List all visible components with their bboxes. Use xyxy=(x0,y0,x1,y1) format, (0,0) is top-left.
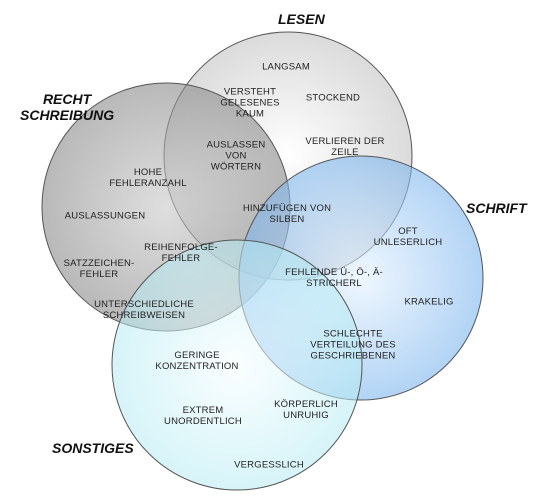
item-krakelig: KRAKELIG xyxy=(404,296,454,308)
item-fehlende: FEHLENDE Ü-, Ö-, Ä- STRICHERL xyxy=(285,267,383,289)
set-label-lesen: LESEN xyxy=(278,11,325,27)
item-vergesslich: VERGESSLICH xyxy=(234,459,304,471)
item-reihenfolge: REIHENFOLGE- FEHLER xyxy=(144,242,218,264)
item-extrem: EXTREM UNORDENTLICH xyxy=(164,405,242,427)
item-unterschiedliche: UNTERSCHIEDLICHE SCHREIBWEISEN xyxy=(94,299,194,321)
item-verlieren: VERLIEREN DER ZEILE xyxy=(305,136,385,158)
item-satzzeichen: SATZZEICHEN- FEHLER xyxy=(63,258,135,280)
item-hinzufuegen: HINZUFÜGEN VON SILBEN xyxy=(242,203,332,225)
set-label-rechtschreibung: RECHT SCHREIBUNG xyxy=(20,91,115,123)
item-schlechte: SCHLECHTE VERTEILUNG DES GESCHRIEBENEN xyxy=(310,328,396,362)
item-auslassen: AUSLASSEN VON WÖRTERN xyxy=(206,139,266,173)
item-langsam: LANGSAM xyxy=(262,61,310,73)
item-versteht: VERSTEHT GELESENES KAUM xyxy=(220,86,280,120)
item-hohe: HOHE FEHLERANZAHL xyxy=(109,167,187,189)
set-label-sonstiges: SONSTIGES xyxy=(52,440,134,456)
item-auslassungen: AUSLASSUNGEN xyxy=(64,210,146,222)
item-stockend: STOCKEND xyxy=(305,92,361,104)
circle-sonstiges xyxy=(111,239,363,491)
set-label-schrift: SCHRIFT xyxy=(466,200,527,216)
item-oft: OFT UNLESERLICH xyxy=(373,226,443,248)
item-koerperlich: KÖRPERLICH UNRUHIG xyxy=(274,399,338,421)
item-geringe: GERINGE KONZENTRATION xyxy=(155,350,239,372)
